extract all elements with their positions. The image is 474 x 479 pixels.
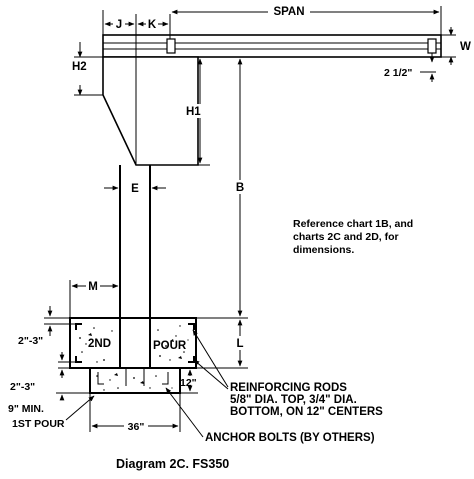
beam — [102, 34, 442, 58]
second-pour-label-a: 2ND — [88, 338, 111, 350]
j-label: J — [116, 19, 122, 31]
w-label: W — [460, 41, 471, 53]
reinforcing-leader-bottom — [193, 359, 229, 390]
first-pour — [89, 367, 181, 394]
two-three-bottom-label: 2"-3" — [10, 381, 35, 393]
second-pour — [69, 317, 197, 369]
b-label: B — [236, 182, 244, 194]
first-pour-label: 1ST POUR — [12, 418, 65, 430]
anchor-bolt-left — [97, 372, 104, 385]
two-three-top-label: 2"-3" — [18, 335, 43, 347]
thirty-six-label: 36" — [128, 421, 145, 433]
rebar-corner-tr — [188, 323, 195, 330]
second-pour-label-b: POUR — [153, 340, 187, 352]
reinforcing-leader-top — [192, 329, 229, 388]
nine-min-label: 9" MIN. — [8, 403, 44, 415]
diagram-caption: Diagram 2C. FS350 — [116, 457, 229, 471]
bracket-outline — [102, 56, 199, 166]
reinforcing-note-line-3: BOTTOM, ON 12" CENTERS — [230, 406, 383, 418]
m-label: M — [88, 281, 98, 293]
reference-note-line-3: dimensions. — [293, 244, 354, 256]
span-label: SPAN — [273, 6, 304, 18]
anchor-bolts-leader — [165, 387, 204, 438]
anchor-bolts-note: ANCHOR BOLTS (BY OTHERS) — [205, 432, 375, 444]
l-label: L — [236, 338, 243, 350]
reference-note-line-1: Reference chart 1B, and — [293, 218, 413, 230]
trolley-stop-left — [166, 38, 176, 54]
e-label: E — [131, 183, 139, 195]
k-label: K — [148, 19, 157, 31]
concrete-texture — [79, 325, 189, 391]
mast-head — [102, 56, 199, 166]
h1-label: H1 — [186, 106, 201, 118]
reinforcing-note-line-1: REINFORCING RODS — [230, 382, 347, 394]
foundation — [69, 317, 197, 394]
reinforcing-note-line-2: 5/8" DIA. TOP, 3/4" DIA. — [230, 394, 357, 406]
trolley-stop-right — [427, 38, 437, 54]
dimensions: SPAN J K W H2 2 1/2" H1 B — [8, 4, 471, 433]
beam-body — [102, 34, 442, 58]
anchor-bolt-right — [162, 372, 169, 385]
reference-note-box — [287, 215, 423, 259]
twelve-label: 12" — [180, 377, 197, 389]
two-half-label: 2 1/2" — [384, 67, 412, 79]
reference-note-line-2: charts 2C and 2D, for — [293, 231, 399, 243]
notes: Reference chart 1B, and charts 2C and 2D… — [116, 215, 423, 471]
h2-label: H2 — [72, 61, 87, 73]
first-pour-leader — [65, 395, 95, 421]
